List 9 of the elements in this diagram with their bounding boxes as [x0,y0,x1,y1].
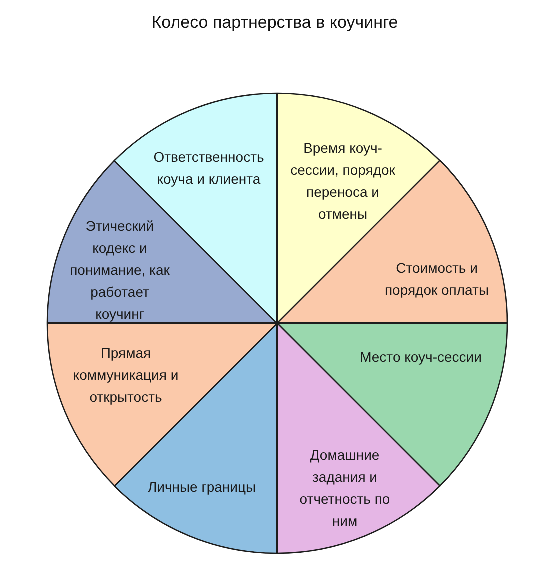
segment-label: Ответственность коуча и клиента [152,148,266,189]
segment-label: Личные границы [146,478,258,497]
diagram-title: Колесо партнерства в коучинге [152,12,398,34]
segment-label: Прямая коммуникация и открытость [72,344,180,407]
segment-label: Стоимость и порядок оплаты [384,258,490,300]
segment-label: Место коуч-сессии [359,348,483,367]
segment-label: Время коуч-сессии, порядок переноса и отмены [290,139,396,224]
segment-label: Домашние задания и отчетность по ним [298,446,392,531]
segment-label: Этический кодекс и понимание, как работает коучинг [69,216,171,324]
